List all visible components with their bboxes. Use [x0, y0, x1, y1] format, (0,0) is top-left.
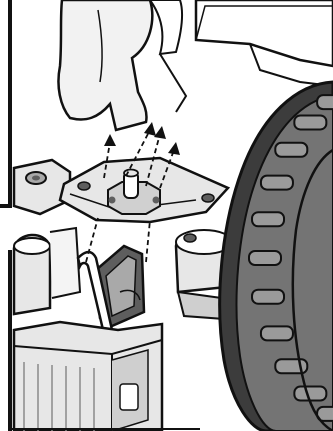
tread-block: [261, 176, 293, 190]
tread-block: [261, 326, 293, 340]
boss-rivet-right: [153, 197, 160, 204]
boss-rivet-left: [109, 197, 116, 204]
lower-housing-tab: [120, 384, 138, 410]
tread-block: [252, 212, 284, 226]
plate-hole-left: [78, 182, 90, 190]
tread-block: [294, 115, 326, 129]
left-drum-bracket: [50, 228, 80, 298]
left-pivot-bolt-head: [32, 176, 40, 181]
plate-hole-right: [202, 194, 214, 202]
right-drum-hole: [184, 234, 196, 242]
tread-block: [252, 290, 284, 304]
tread-block: [275, 143, 307, 157]
left-drum-top: [14, 238, 50, 254]
tread-block: [249, 251, 281, 265]
tread-block: [317, 95, 333, 109]
tread-block: [294, 387, 326, 401]
